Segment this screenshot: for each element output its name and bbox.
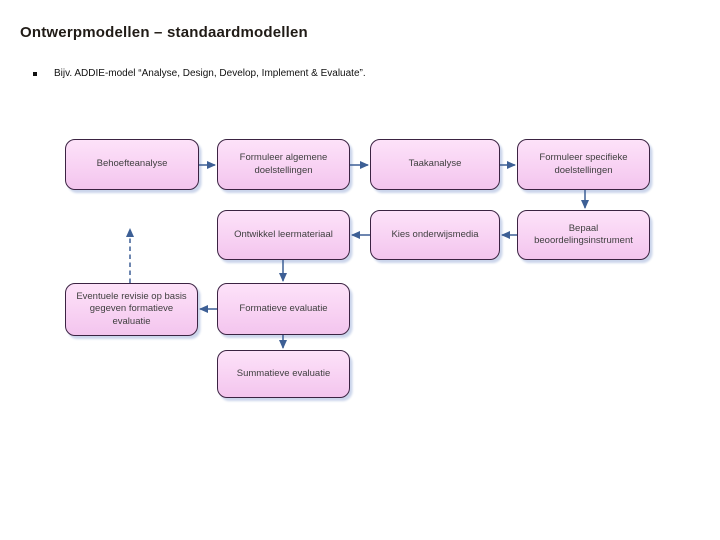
flow-node-summatieve-evaluatie: Summatieve evaluatie — [217, 350, 350, 398]
flow-node-eventuele-revisie: Eventuele revisie op basis gegeven forma… — [65, 283, 198, 336]
bullet-text: Bijv. ADDIE-model “Analyse, Design, Deve… — [54, 68, 366, 79]
flow-node-bepaal-beoordeling: Bepaal beoordelingsinstrument — [517, 210, 650, 260]
flow-node-ontwikkel-leermateriaal: Ontwikkel leermateriaal — [217, 210, 350, 260]
slide-title: Ontwerpmodellen – standaardmodellen — [20, 24, 308, 41]
flow-node-taakanalyse: Taakanalyse — [370, 139, 500, 190]
flow-node-formuleer-specifieke: Formuleer specifieke doelstellingen — [517, 139, 650, 190]
bullet-square-icon — [33, 72, 37, 76]
flow-node-behoefteanalyse: Behoefteanalyse — [65, 139, 199, 190]
flow-node-formatieve-evaluatie: Formatieve evaluatie — [217, 283, 350, 335]
flow-node-kies-onderwijsmedia: Kies onderwijsmedia — [370, 210, 500, 260]
bullet-item: Bijv. ADDIE-model “Analyse, Design, Deve… — [33, 68, 366, 79]
flow-node-formuleer-algemene: Formuleer algemene doelstellingen — [217, 139, 350, 190]
